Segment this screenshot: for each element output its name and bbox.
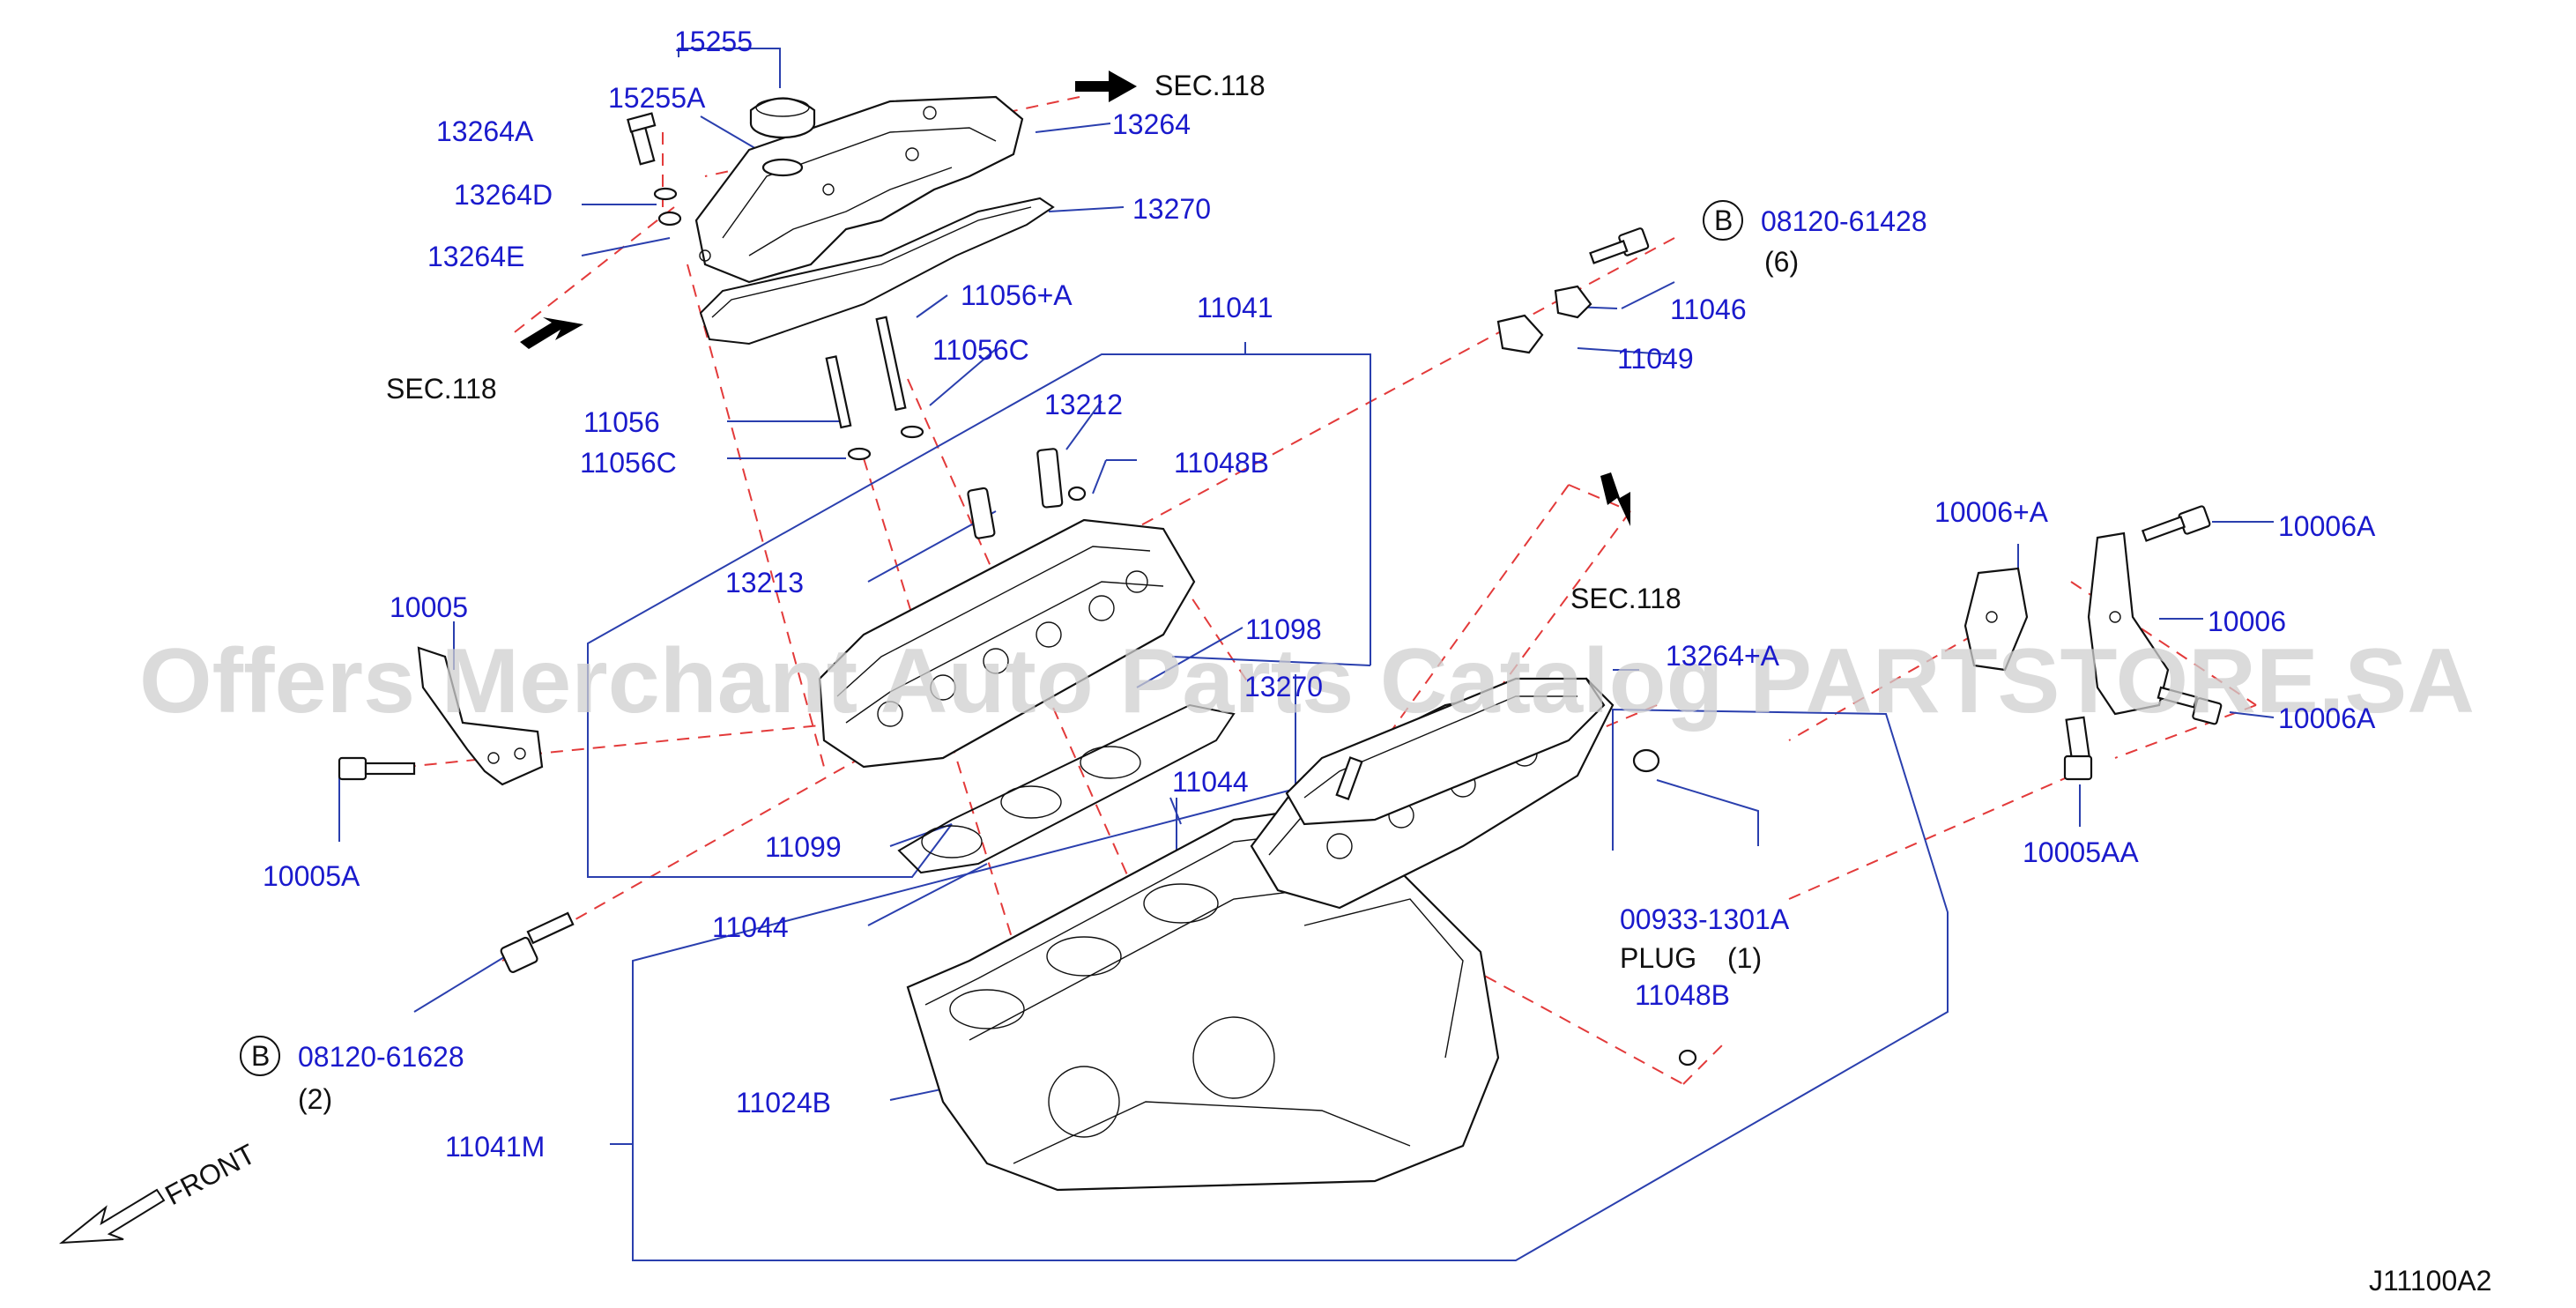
badge-b-letter-1: B xyxy=(1714,204,1733,236)
label-11041[interactable]: 11041 xyxy=(1197,292,1273,323)
label-11049[interactable]: 11049 xyxy=(1617,343,1694,375)
label-15255a[interactable]: 15255A xyxy=(608,82,706,114)
label-13270-2[interactable]: 13270 xyxy=(1244,671,1323,702)
engine-bracket-10006 xyxy=(2087,531,2170,716)
oil-filler-cap xyxy=(749,97,816,177)
sec118-arrow-top-right xyxy=(1075,71,1137,102)
left-cylinder-head xyxy=(818,518,1196,769)
qty-08120-61628: (2) xyxy=(298,1083,332,1115)
label-11044-2[interactable]: 11044 xyxy=(712,911,789,943)
label-11056pa[interactable]: 11056+A xyxy=(961,279,1073,311)
front-direction-arrow xyxy=(58,1188,166,1245)
label-11046[interactable]: 11046 xyxy=(1670,294,1747,325)
label-13264[interactable]: 13264 xyxy=(1112,108,1191,140)
bolt-10006a-upper xyxy=(2141,505,2211,542)
label-13212[interactable]: 13212 xyxy=(1044,389,1123,420)
engine-bracket-10006pa xyxy=(1964,567,2029,672)
valve-cover xyxy=(694,95,1024,284)
label-11099[interactable]: 11099 xyxy=(765,831,842,863)
label-08120-61428[interactable]: 08120-61428 xyxy=(1761,205,1927,237)
badge-b-circle-2 xyxy=(240,1036,280,1076)
right-valve-cover xyxy=(1285,677,1606,826)
plug-label: PLUG xyxy=(1620,942,1696,974)
plug-00933 xyxy=(1632,748,1660,773)
label-11044-1[interactable]: 11044 xyxy=(1172,766,1249,798)
valve-cover-gasket xyxy=(699,197,1055,346)
bolt-08120-61628 xyxy=(500,911,575,973)
bolt-10005aa xyxy=(2063,716,2093,781)
label-11098[interactable]: 11098 xyxy=(1245,613,1322,645)
label-11041m[interactable]: 11041M xyxy=(445,1131,545,1163)
bolt-08120-61428 xyxy=(1589,227,1650,264)
label-15255[interactable]: 15255 xyxy=(674,26,753,57)
label-10005aa[interactable]: 10005AA xyxy=(2023,836,2139,868)
label-10005[interactable]: 10005 xyxy=(390,591,468,623)
qty-08120-61428: (6) xyxy=(1764,246,1799,278)
label-13264pa[interactable]: 13264+A xyxy=(1666,640,1780,672)
label-00933-1301a[interactable]: 00933-1301A xyxy=(1620,903,1790,935)
label-11048b-2[interactable]: 11048B xyxy=(1635,979,1730,1011)
sec118-label-top[interactable]: SEC.118 xyxy=(1154,70,1266,101)
valve-cover-bolt xyxy=(627,112,682,227)
part-labels: 15255 15255A 13264A 13264 13264D 13270 1… xyxy=(160,26,2491,1297)
bolt-10005a xyxy=(338,756,416,781)
label-10006a-1[interactable]: 10006A xyxy=(2278,510,2376,542)
diagram-code: J11100A2 xyxy=(2369,1265,2491,1297)
sec118-arrow-left xyxy=(520,317,583,349)
label-11048b-1[interactable]: 11048B xyxy=(1174,447,1269,479)
leader-lines xyxy=(338,48,2275,1261)
label-13264a[interactable]: 13264A xyxy=(436,115,534,147)
sec118-arrow-middle xyxy=(1600,472,1630,526)
label-10006pa[interactable]: 10006+A xyxy=(1934,496,2049,528)
dowel-pins xyxy=(967,448,1087,539)
label-08120-61628[interactable]: 08120-61628 xyxy=(298,1041,464,1073)
badge-b-letter-2: B xyxy=(251,1040,270,1072)
badge-b-circle-1 xyxy=(1703,200,1743,241)
label-10006[interactable]: 10006 xyxy=(2208,606,2286,637)
sec118-label-left[interactable]: SEC.118 xyxy=(386,373,497,405)
label-10006a-2[interactable]: 10006A xyxy=(2278,702,2376,734)
plug-qty: (1) xyxy=(1727,942,1762,974)
label-13213[interactable]: 13213 xyxy=(725,567,804,598)
engine-block xyxy=(906,809,1500,1192)
front-label: FRONT xyxy=(160,1138,260,1212)
dowel-11048b-lower xyxy=(1678,1049,1697,1066)
label-10005a[interactable]: 10005A xyxy=(263,860,360,892)
label-11056[interactable]: 11056 xyxy=(583,406,660,438)
label-13264e[interactable]: 13264E xyxy=(427,241,524,272)
label-11056c-1[interactable]: 11056C xyxy=(932,334,1029,366)
engine-bracket-10005 xyxy=(417,646,544,786)
cover-plates xyxy=(1496,285,1592,354)
bolt-10006a-lower xyxy=(2157,686,2223,725)
label-11056c-2[interactable]: 11056C xyxy=(580,447,677,479)
label-13270[interactable]: 13270 xyxy=(1132,193,1211,225)
label-13264d[interactable]: 13264D xyxy=(454,179,553,211)
watermark-text: Offers Merchant Auto Parts Catalog PARTS… xyxy=(139,630,2475,732)
sec118-label-middle[interactable]: SEC.118 xyxy=(1570,583,1681,614)
label-11024b[interactable]: 11024B xyxy=(736,1087,831,1118)
head-gasket-left xyxy=(897,703,1236,874)
cylinder-head-studs xyxy=(825,316,924,461)
